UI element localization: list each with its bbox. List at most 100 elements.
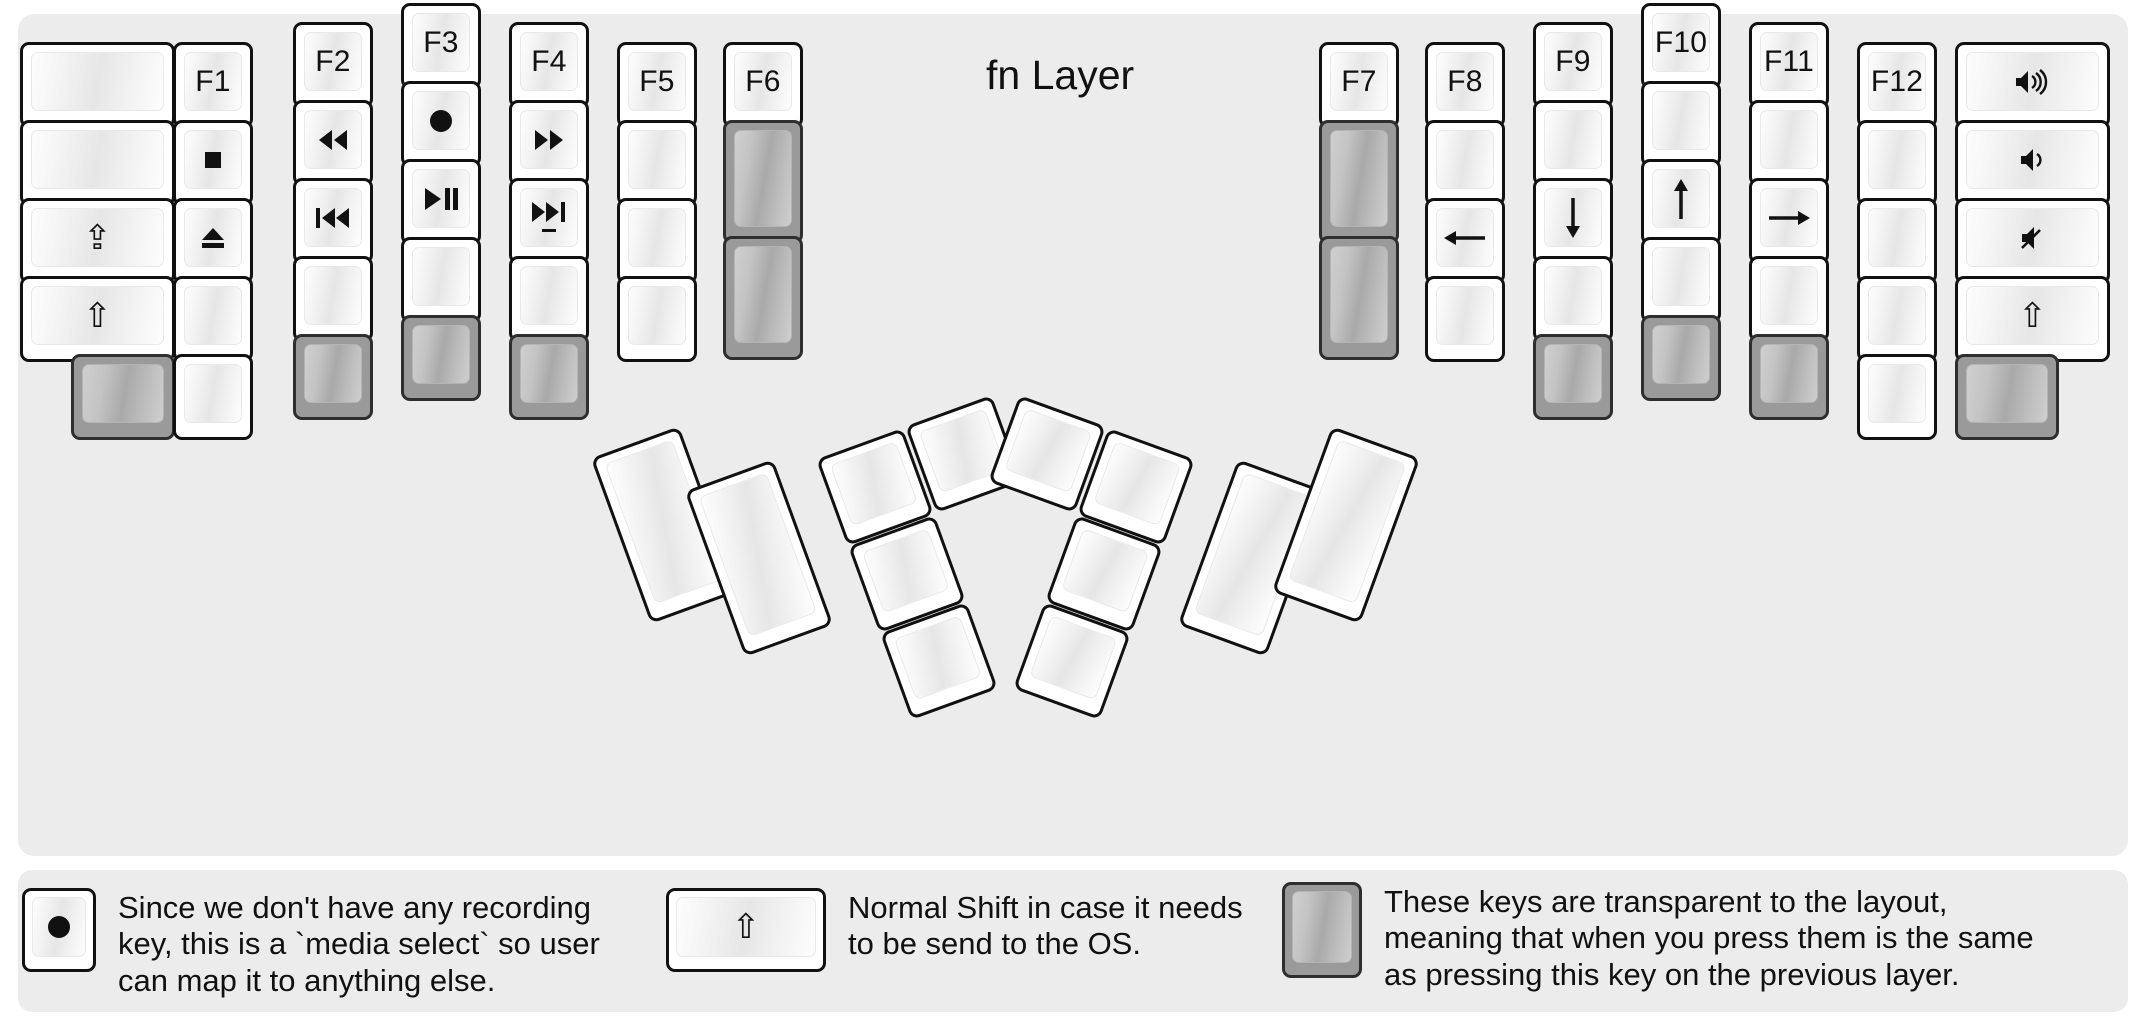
key-left-c1-r4[interactable] [173, 354, 253, 440]
media-record-icon [46, 914, 72, 940]
key-right-c6-r1[interactable] [1955, 120, 2110, 206]
key-right-c0-r2-transparent[interactable] [1319, 236, 1399, 360]
key-left-c6-r0[interactable]: F6 [723, 42, 803, 128]
key-right-c4-r2[interactable] [1749, 178, 1829, 264]
keycap-face: ⇪ [31, 208, 164, 267]
key-left-c2-r4-transparent[interactable] [293, 334, 373, 420]
keycap-face [1966, 52, 2099, 111]
key-right-c6-r4-transparent[interactable] [1955, 354, 2059, 440]
legend-key-media-record [22, 888, 96, 972]
key-right-c5-r1[interactable] [1857, 120, 1937, 206]
key-left-c3-r1[interactable] [401, 81, 481, 167]
keycap-face [1544, 110, 1602, 169]
key-right-c2-r3[interactable] [1533, 256, 1613, 342]
keycap-face: F11 [1760, 32, 1818, 91]
keycap-face [1652, 325, 1710, 384]
key-left-c4-r3[interactable] [509, 256, 589, 342]
keycap-face: F5 [628, 52, 686, 111]
key-right-c3-r1[interactable] [1641, 81, 1721, 167]
key-left-c0-r0[interactable] [20, 42, 175, 128]
key-right-c2-r4-transparent[interactable] [1533, 334, 1613, 420]
key-left-c1-r3[interactable] [173, 276, 253, 362]
keycap-face: F12 [1868, 52, 1926, 111]
key-right-c5-r3[interactable] [1857, 276, 1937, 362]
keycap-face [1760, 266, 1818, 325]
key-left-c1-r2[interactable] [173, 198, 253, 284]
key-right-c4-r0[interactable]: F11 [1749, 22, 1829, 108]
key-left-c4-r4-transparent[interactable] [509, 334, 589, 420]
key-right-c2-r0[interactable]: F9 [1533, 22, 1613, 108]
key-right-c0-r0[interactable]: F7 [1319, 42, 1399, 128]
key-right-c4-r3[interactable] [1749, 256, 1829, 342]
key-left-c0-r3[interactable]: ⇧ [20, 276, 175, 362]
keycap-face [520, 188, 578, 247]
key-left-c3-r4-transparent[interactable] [401, 315, 481, 401]
key-left-c2-r3[interactable] [293, 256, 373, 342]
key-right-c3-r4-transparent[interactable] [1641, 315, 1721, 401]
keycap-face [829, 441, 918, 527]
key-right-c2-r2[interactable] [1533, 178, 1613, 264]
key-left-c6-r2-transparent[interactable] [723, 236, 803, 360]
keycap-face: F4 [520, 32, 578, 91]
keycap-face [184, 130, 242, 189]
key-right-c1-r2[interactable] [1425, 198, 1505, 284]
key-right-c5-r4[interactable] [1857, 354, 1937, 440]
key-left-c5-r1[interactable] [617, 120, 697, 206]
key-left-c2-r0[interactable]: F2 [293, 22, 373, 108]
keycap-face: F8 [1436, 52, 1494, 111]
keycap-face [734, 246, 792, 343]
key-left-c1-r1[interactable] [173, 120, 253, 206]
key-left-c3-r2[interactable] [401, 159, 481, 245]
key-left-c5-r2[interactable] [617, 198, 697, 284]
key-left-c0-r4-transparent[interactable] [71, 354, 175, 440]
key-left-c4-r2[interactable] [509, 178, 589, 264]
key-left-c0-r1[interactable] [20, 120, 175, 206]
key-left-c4-r0[interactable]: F4 [509, 22, 589, 108]
keycap-face [1436, 130, 1494, 189]
key-left-c4-r1[interactable] [509, 100, 589, 186]
key-right-c3-r3[interactable] [1641, 237, 1721, 323]
key-right-c4-r1[interactable] [1749, 100, 1829, 186]
key-right-c5-r0[interactable]: F12 [1857, 42, 1937, 128]
key-right-c1-r1[interactable] [1425, 120, 1505, 206]
key-right-c1-r3[interactable] [1425, 276, 1505, 362]
key-right-c3-r0[interactable]: F10 [1641, 3, 1721, 89]
key-left-c5-r3[interactable] [617, 276, 697, 362]
keycap-face [1004, 408, 1093, 494]
key-label: F4 [531, 44, 567, 78]
key-left-c0-r2[interactable]: ⇪ [20, 198, 175, 284]
legend-text: Since we don't have any recording key, t… [118, 890, 600, 998]
key-left-c2-r2[interactable] [293, 178, 373, 264]
key-left-c1-r0[interactable]: F1 [173, 42, 253, 128]
key-right-c2-r1[interactable] [1533, 100, 1613, 186]
key-left-c2-r1[interactable] [293, 100, 373, 186]
key-right-c6-r2[interactable] [1955, 198, 2110, 284]
key-right-c4-r4-transparent[interactable] [1749, 334, 1829, 420]
key-left-c3-r0[interactable]: F3 [401, 3, 481, 89]
key-left-c5-r0[interactable]: F5 [617, 42, 697, 128]
key-right-c6-r3[interactable]: ⇧ [1955, 276, 2110, 362]
keycap-face [31, 130, 164, 189]
key-label: F7 [1341, 64, 1377, 98]
keycap-face [1868, 208, 1926, 267]
keycap-face [1544, 344, 1602, 403]
key-right-c6-r0[interactable] [1955, 42, 2110, 128]
key-right-c3-r2[interactable] [1641, 159, 1721, 245]
key-right-c0-r1-transparent[interactable] [1319, 120, 1399, 244]
play-pause-icon [423, 187, 459, 211]
key-left-c3-r3[interactable] [401, 237, 481, 323]
keycap-face [32, 897, 86, 957]
keycap-face [1292, 891, 1352, 963]
keycap-face [304, 344, 362, 403]
shift-icon: ⇧ [83, 296, 112, 335]
keycap-face [1868, 364, 1926, 423]
key-right-c5-r2[interactable] [1857, 198, 1937, 284]
key-right-c1-r0[interactable]: F8 [1425, 42, 1505, 128]
page-title: fn Layer [986, 52, 1135, 98]
arrow-right-icon [1767, 207, 1811, 229]
key-left-c6-r1-transparent[interactable] [723, 120, 803, 244]
keycap-face [520, 266, 578, 325]
keycap-face [520, 110, 578, 169]
shift-icon: ⇧ [2018, 296, 2047, 335]
